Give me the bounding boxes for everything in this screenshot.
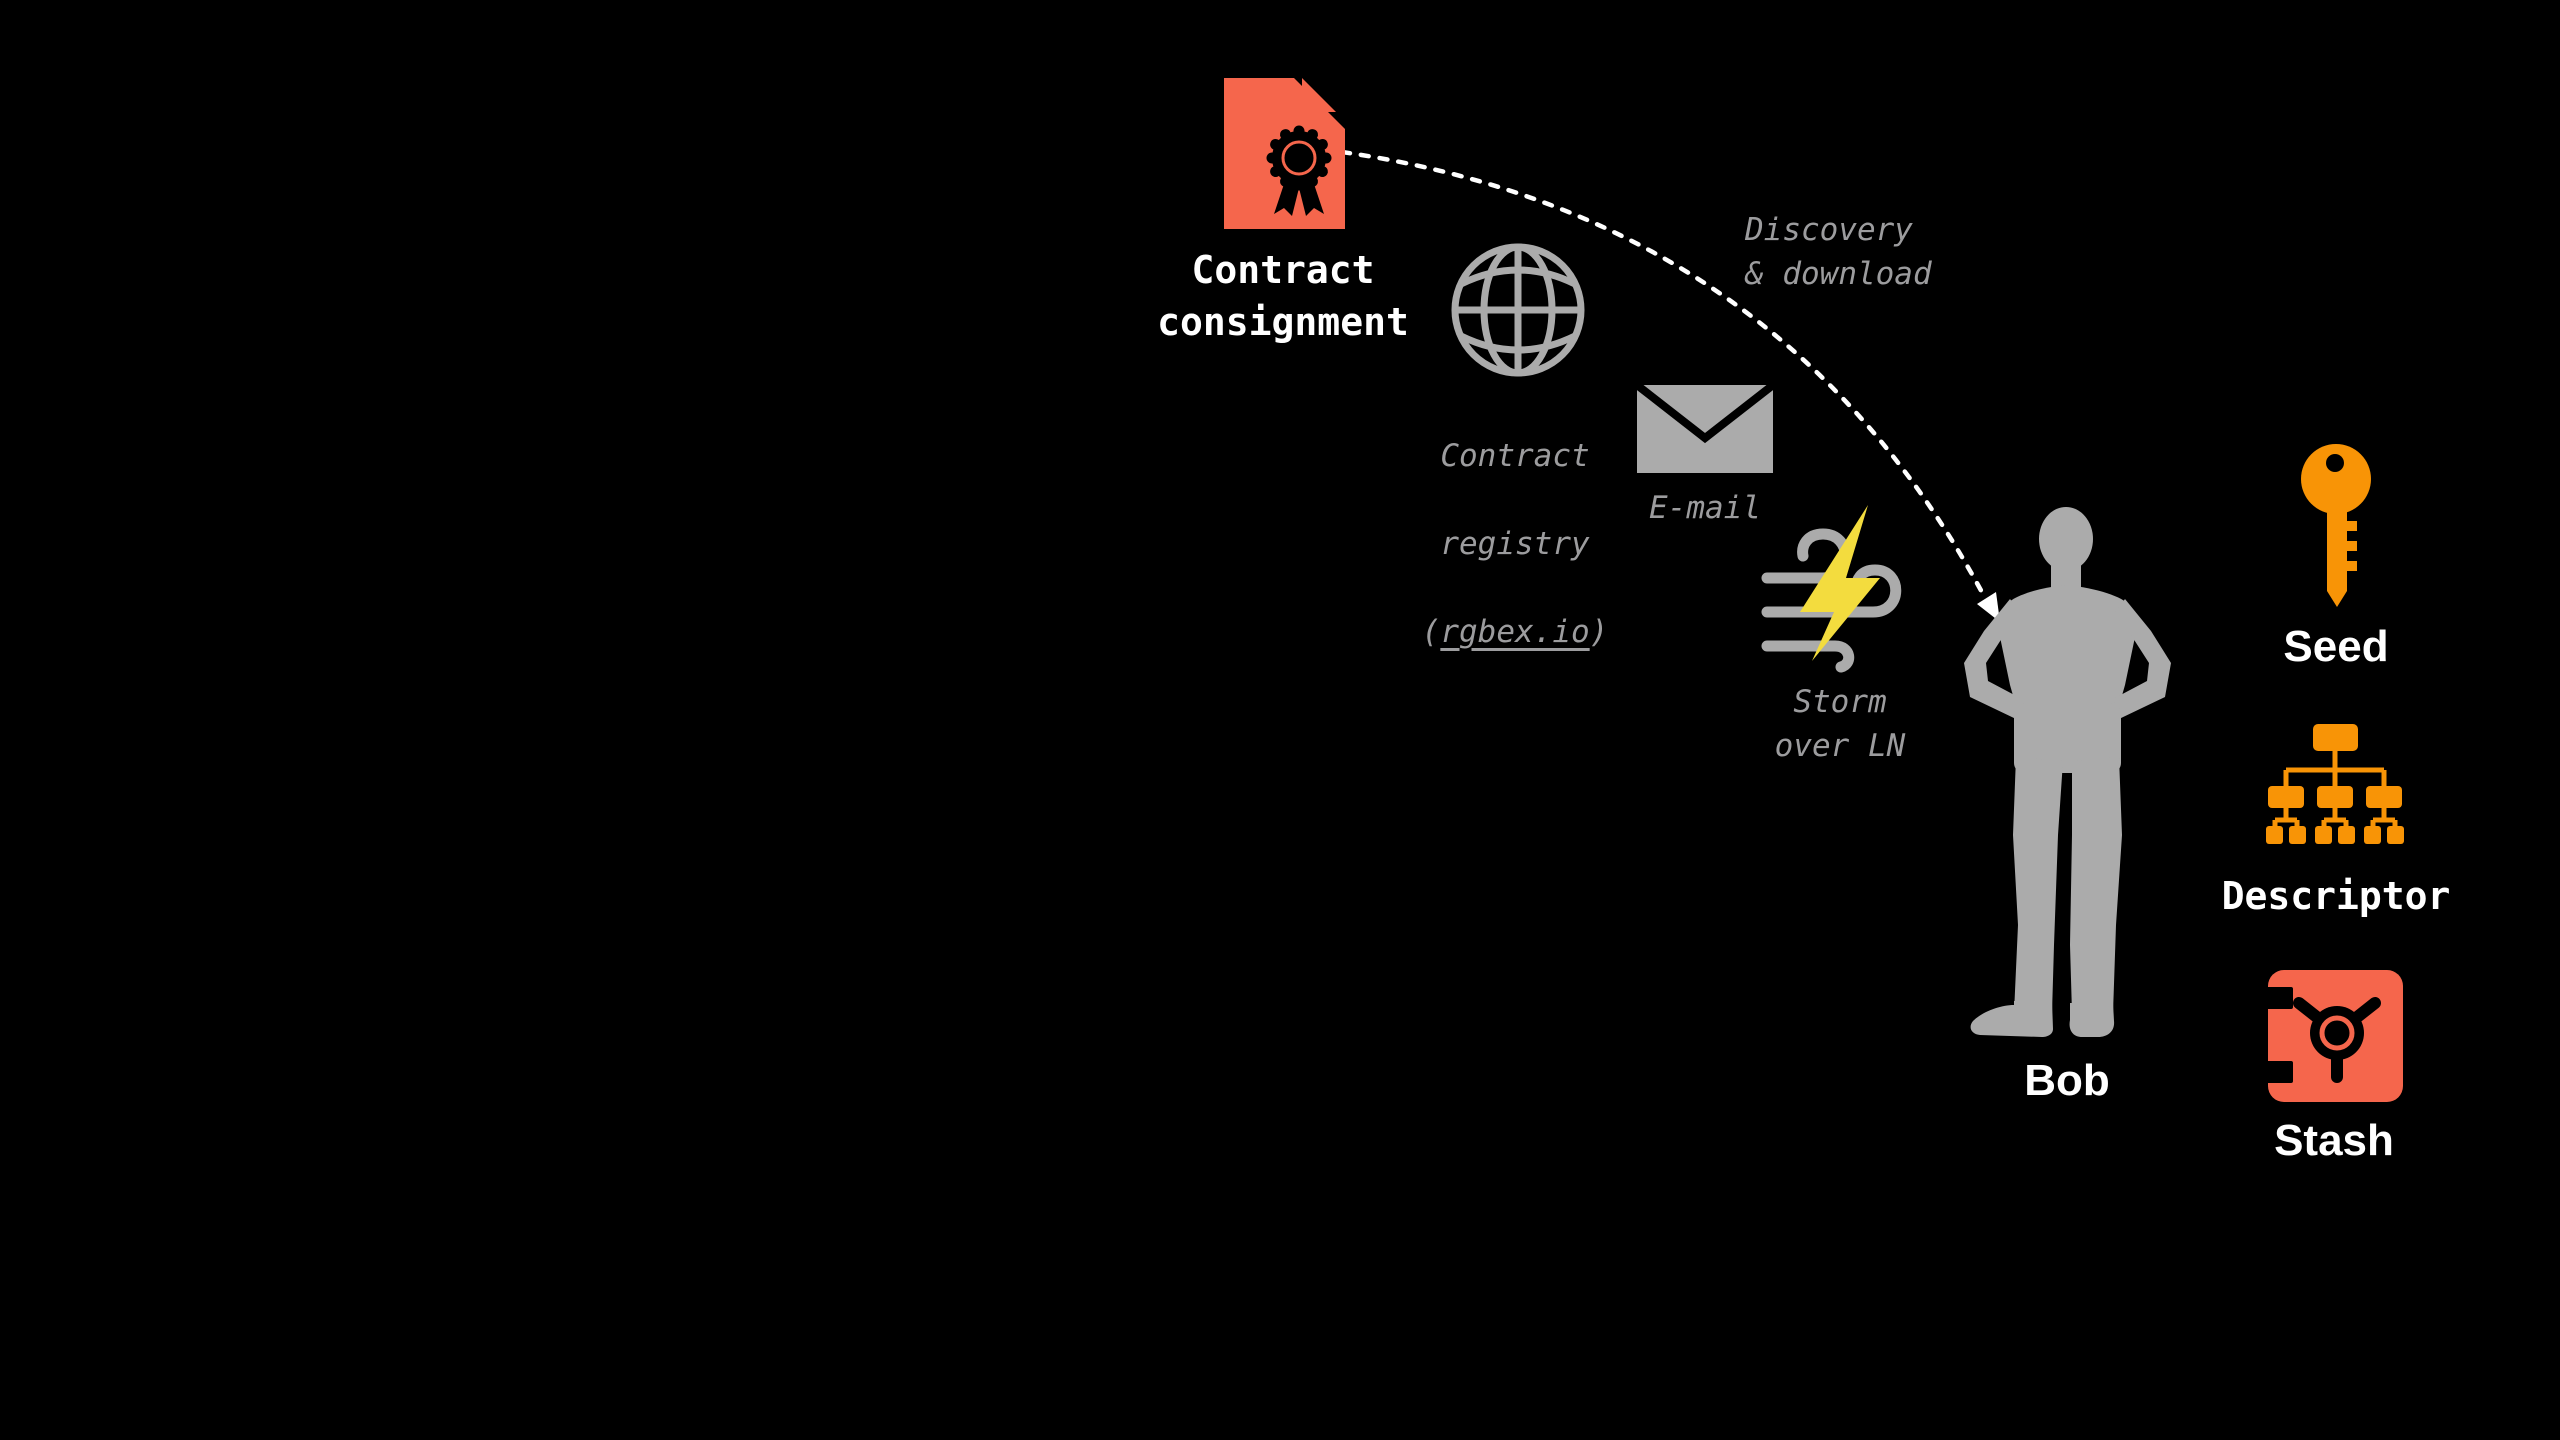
person-silhouette-icon — [1964, 507, 2171, 1037]
contract-consignment-label: Contract consignment — [1157, 248, 1409, 344]
seed-label: Seed — [2283, 622, 2389, 671]
globe-icon — [1451, 243, 1585, 377]
storm-over-ln-label: Storm over LN — [1774, 684, 1906, 764]
envelope-icon — [1637, 385, 1773, 473]
registry-line-2: registry — [1440, 526, 1590, 562]
contract-registry-label: Contract registry (rgbex.io) — [1422, 390, 1609, 698]
registry-link[interactable]: rgbex.io — [1440, 614, 1590, 650]
registry-line-1: Contract — [1440, 438, 1590, 474]
discovery-download-label: Discovery & download — [1745, 212, 1932, 292]
safe-icon — [2260, 970, 2403, 1102]
key-icon — [2301, 444, 2371, 607]
bob-label: Bob — [2024, 1056, 2110, 1105]
stash-label: Stash — [2274, 1116, 2394, 1165]
tree-hierarchy-icon — [2266, 724, 2404, 844]
certificate-document-icon — [1224, 78, 1345, 229]
lightning-wind-icon — [1761, 505, 1902, 673]
registry-line-3: (rgbex.io) — [1421, 614, 1609, 650]
email-label: E-mail — [1649, 490, 1761, 526]
descriptor-label: Descriptor — [2221, 874, 2451, 918]
